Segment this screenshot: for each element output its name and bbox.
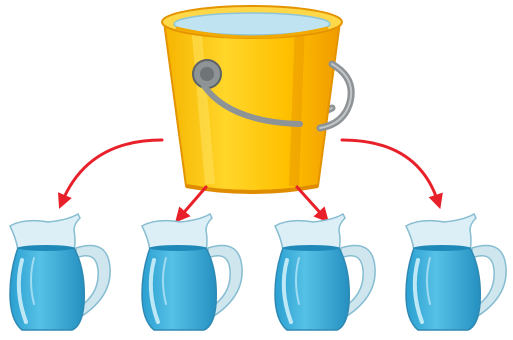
pitchers (8, 212, 509, 332)
pitcher-icon (8, 212, 113, 332)
arrow-4 (340, 138, 443, 210)
arrows (57, 138, 443, 223)
bucket-icon (161, 5, 355, 194)
pitcher-icon (140, 212, 245, 332)
arrow-2 (175, 185, 208, 223)
arrow-1 (57, 138, 164, 209)
pitcher-icon (273, 212, 378, 332)
pitcher-icon (404, 212, 509, 332)
arrow-3 (295, 185, 330, 223)
